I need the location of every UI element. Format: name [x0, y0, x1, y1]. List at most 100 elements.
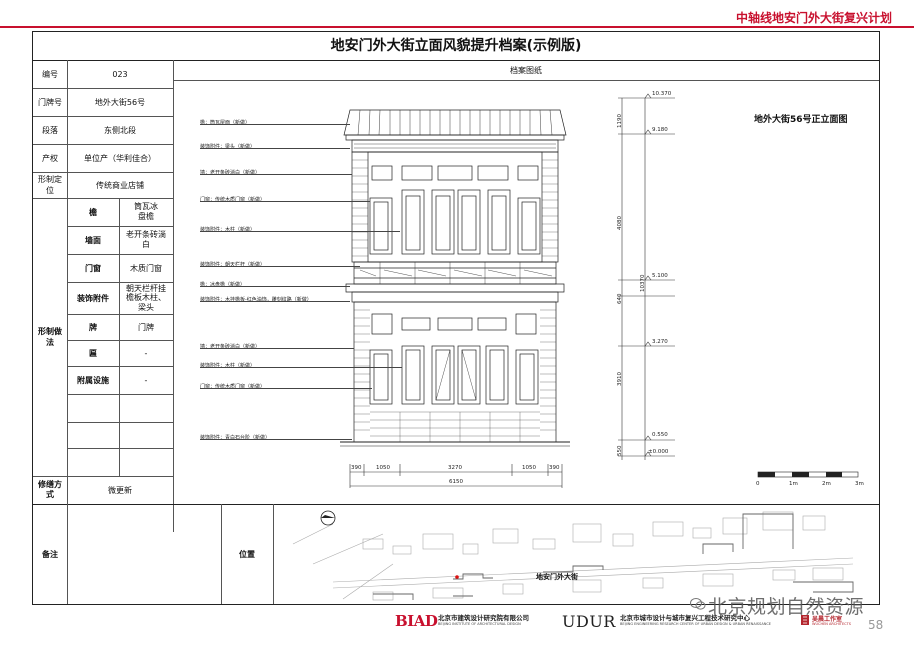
row-value-number: 023 [112, 69, 128, 79]
form-item-value: 老开条砖淌白 [126, 230, 166, 249]
annotation: 装饰附件：朝天栏杆（新做） [200, 262, 266, 268]
row-value-section: 东侧北段 [104, 125, 136, 135]
elevation-mark: 9.180 [652, 127, 668, 133]
sub-row-divider [67, 226, 173, 227]
vertical-dimension: 4080 [617, 216, 623, 230]
drawing-header-divider [173, 80, 879, 81]
north-arrow-icon [320, 510, 336, 526]
elevation-mark: ±0.000 [648, 449, 669, 455]
annotation: 装饰附件：梁头（新做） [200, 144, 256, 150]
annotation: 门窗：传统木质门窗（新做） [200, 197, 266, 203]
form-item-value: - [144, 375, 148, 385]
studio-name: 吴晨工作室 [812, 616, 843, 623]
leader-line [200, 124, 350, 125]
form-item-label: 附属设施 [77, 375, 109, 385]
biad-name-en: BEIJING INSTITUTE OF ARCHITECTURAL DESIG… [438, 622, 521, 626]
horizontal-dimension: 390 [549, 465, 560, 471]
location-label: 位置 [239, 549, 255, 559]
sub-row-divider [67, 366, 173, 367]
vertical-dimension-lines [618, 93, 675, 460]
annotation: 檐：筒瓦屋面（新做） [200, 120, 251, 126]
elevation-mark: 3.270 [652, 339, 668, 345]
studio-name-en: WUCHEN ARCHITECTS [812, 622, 851, 626]
document-frame: 地安门外大街立面风貌提升档案(示例版) 编号 023 门牌号 地外大街56号 段… [32, 31, 880, 605]
udur-name-en: BEIJING ENGINEERING RESEARCH CENTER OF U… [620, 622, 771, 626]
scale-bar [757, 471, 859, 478]
vertical-dimension: 1190 [617, 114, 623, 128]
header-divider [0, 26, 914, 28]
vertical-dimension: 550 [617, 445, 623, 457]
form-item-label: 门窗 [85, 263, 101, 273]
row-divider [33, 198, 173, 199]
leader-line [200, 231, 400, 232]
biad-name: 北京市建筑设计研究院有限公司 [438, 614, 529, 622]
annotation: 檐：冰盘檐（新做） [200, 282, 246, 288]
elevation-mark: 5.100 [652, 273, 668, 279]
elevation-mark: 10.370 [652, 91, 672, 97]
scale-label: 3m [855, 481, 864, 487]
form-item-value: - [144, 348, 148, 358]
horizontal-dimension: 390 [351, 465, 362, 471]
form-section-label: 形制做法 [38, 327, 62, 347]
row-value-ownership: 单位产（华利佳合） [84, 153, 156, 163]
document-title: 地安门外大街立面风貌提升档案(示例版) [33, 32, 879, 61]
scale-label: 2m [822, 481, 831, 487]
annotation: 装饰附件：木柱（新做） [200, 363, 256, 369]
annotation: 装饰附件：木柱（新做） [200, 227, 256, 233]
form-item-label: 牌 [89, 322, 97, 332]
leader-line [200, 286, 350, 287]
brand-title: 中轴线地安门外大街复兴计划 [735, 11, 892, 25]
elevation-mark: 0.550 [652, 432, 668, 438]
horizontal-dimension: 1050 [522, 465, 536, 471]
drawing-header: 档案图纸 [510, 65, 542, 75]
row-label-typology: 形制定位 [38, 175, 62, 195]
row-divider [33, 172, 173, 173]
row-divider [33, 88, 173, 89]
scale-label: 1m [789, 481, 798, 487]
leader-line [200, 301, 350, 302]
form-item-value: 朝天栏杆挂檐板木柱、梁头 [126, 284, 166, 312]
sub-row-divider [67, 282, 173, 283]
col-divider [67, 504, 68, 604]
street-label: 地安门外大街 [536, 573, 578, 581]
row-value-door-number: 地外大街56号 [94, 97, 146, 107]
row-label-number: 编号 [42, 69, 58, 79]
col-divider [173, 60, 174, 532]
sub-row-divider [67, 422, 173, 423]
remarks-label: 备注 [42, 549, 58, 559]
form-item-value: 筒瓦冰盘檐 [134, 202, 158, 221]
page-number: 58 [868, 618, 884, 632]
wechat-icon [690, 598, 706, 610]
location-marker [455, 575, 459, 579]
sub-row-divider [67, 448, 173, 449]
leader-line [200, 201, 370, 202]
sub-row-divider [67, 254, 173, 255]
leader-line [200, 439, 352, 440]
row-label-ownership: 产权 [42, 153, 58, 163]
leader-line [200, 266, 360, 267]
leader-line [200, 367, 402, 368]
horizontal-dimension: 3270 [448, 465, 462, 471]
vertical-dimension: 3910 [617, 372, 623, 386]
studio-logo-icon [801, 615, 809, 625]
biad-logo: BIAD [395, 612, 438, 630]
total-width-dimension: 6150 [449, 479, 463, 485]
leader-line [200, 348, 354, 349]
form-item-label: 墙面 [85, 235, 101, 245]
vertical-dimension: 10370 [640, 274, 646, 293]
repair-label: 修缮方式 [38, 480, 62, 499]
row-value-typology: 传统商业店铺 [96, 180, 144, 190]
udur-name: 北京市城市设计与城市复兴工程技术研究中心 [620, 614, 750, 622]
horizontal-dimension: 1050 [376, 465, 390, 471]
horizontal-dimension-lines [349, 464, 563, 488]
watermark: 北京规划自然资源 [708, 596, 865, 618]
row-label-section: 段落 [42, 125, 58, 135]
annotation: 装饰附件：木挂檐板-红色油饰，雕刻纹路（新做） [200, 297, 312, 303]
elevation-drawing [340, 109, 570, 447]
col-divider [67, 60, 68, 532]
form-item-label: 匾 [89, 348, 97, 358]
form-item-label: 装饰附件 [77, 293, 109, 303]
row-label-door-number: 门牌号 [38, 97, 62, 107]
vertical-dimension: 640 [617, 293, 623, 305]
sub-row-divider [67, 394, 173, 395]
